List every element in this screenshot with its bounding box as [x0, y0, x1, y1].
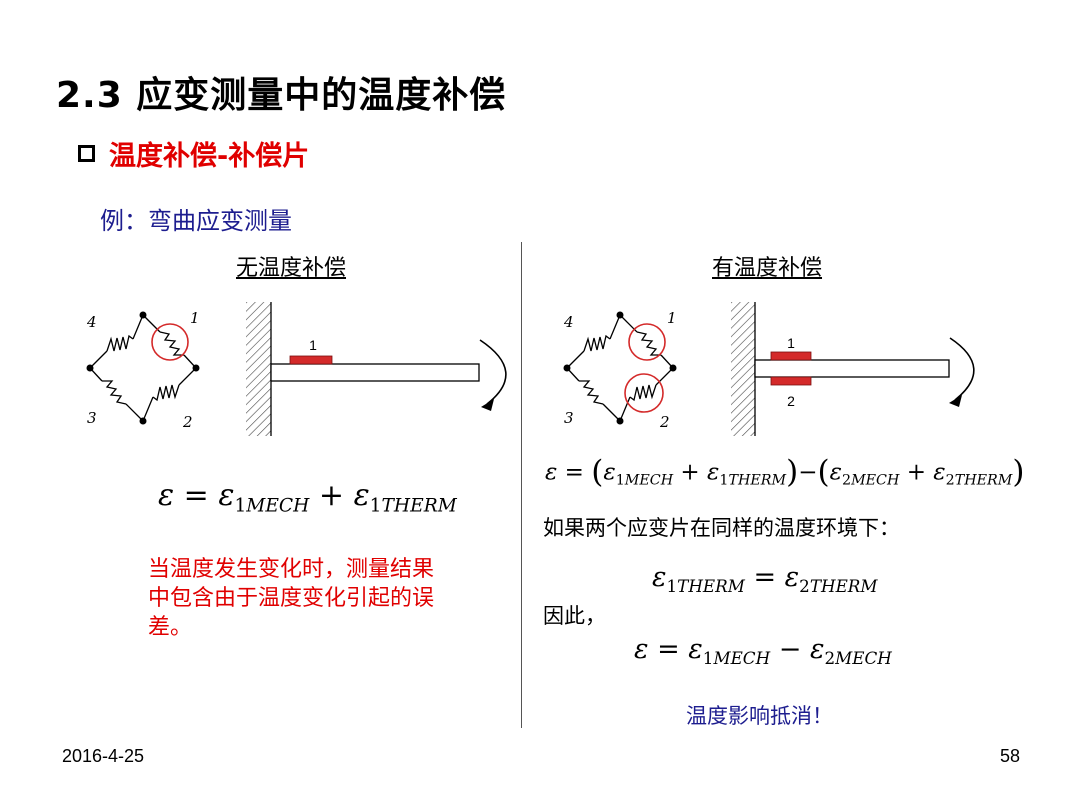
- bending-moment-arrow-icon: [949, 337, 975, 401]
- wall-hatch: [246, 302, 271, 436]
- right-bridge-diagram: 1 2 3 4: [563, 309, 677, 431]
- condition-text: 如果两个应变片在同样的温度环境下：: [543, 516, 900, 540]
- bridge-label-3: 3: [87, 409, 97, 427]
- column-divider: [521, 242, 522, 728]
- example-label: 例：弯曲应变测量: [100, 207, 292, 235]
- eq-lhs: ε: [158, 478, 175, 513]
- wall-hatch: [731, 302, 755, 436]
- right-cantilever-diagram: 1 2: [731, 302, 975, 436]
- right-heading: 有温度补偿: [712, 256, 823, 281]
- slide-title: 2.3 应变测量中的温度补偿: [56, 75, 507, 116]
- gauge-label-2: 2: [787, 393, 795, 409]
- section-heading: 温度补偿-补偿片: [78, 134, 309, 173]
- left-cantilever-diagram: 1: [246, 302, 507, 436]
- beam: [754, 359, 950, 378]
- strain-gauge-2: [770, 376, 812, 386]
- beam: [270, 363, 480, 382]
- gauge-2-highlight-circle: [624, 373, 664, 413]
- gauge-label-1: 1: [309, 337, 317, 353]
- gauge-1-highlight-circle: [628, 323, 666, 361]
- bridge-label-2: 2: [182, 413, 193, 431]
- footer-date: 2016-4-25: [62, 746, 145, 766]
- bridge-label-4: 4: [563, 313, 574, 331]
- left-heading: 无温度补偿: [236, 256, 347, 281]
- bridge-label-3: 3: [564, 409, 574, 427]
- square-bullet-icon: [78, 145, 95, 162]
- left-strain-equation: ε = ε1MECH + ε1THERM: [158, 478, 457, 517]
- page-number: 58: [999, 746, 1020, 766]
- therm-equality-equation: ε1THERM = ε2THERM: [652, 562, 878, 596]
- right-strain-equation: ε = (ε1MECH + ε1THERM)−(ε2MECH + ε2THERM…: [545, 454, 1025, 490]
- left-note: 当温度发生变化时，测量结果中包含由于温度变化引起的误差。: [148, 557, 435, 640]
- section-heading-text: 温度补偿-补偿片: [109, 141, 310, 172]
- bridge-label-4: 4: [86, 313, 97, 331]
- bending-moment-arrow-icon: [479, 339, 507, 405]
- gauge-label-1: 1: [787, 335, 795, 351]
- bridge-label-2: 2: [659, 413, 670, 431]
- gauge-highlight-circle: [151, 323, 189, 361]
- therefore-text: 因此，: [543, 604, 606, 628]
- bridge-label-1: 1: [667, 309, 677, 327]
- strain-gauge-1: [289, 355, 333, 365]
- result-strain-equation: ε = ε1MECH − ε2MECH: [634, 634, 892, 668]
- strain-gauge-1: [770, 351, 812, 361]
- left-bridge-diagram: 1 2 3 4: [86, 309, 200, 431]
- conclusion-text: 温度影响抵消！: [686, 704, 833, 728]
- bridge-label-1: 1: [190, 309, 200, 327]
